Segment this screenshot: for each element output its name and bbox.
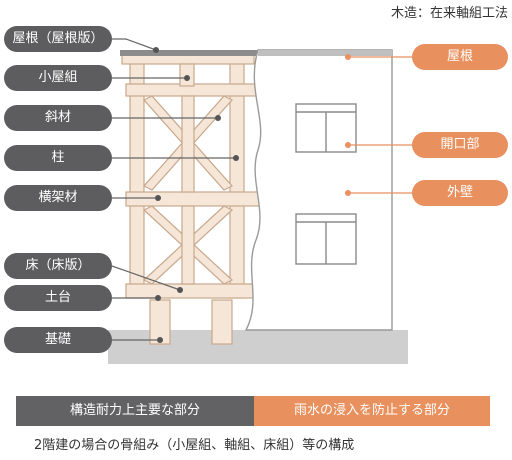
label-foundation: 基礎 [4, 327, 112, 353]
left-leader-dots [153, 47, 239, 343]
label-sill: 土台 [4, 285, 112, 311]
label-brace: 斜材 [4, 105, 112, 131]
label-koya-gumi: 小屋組 [4, 65, 112, 91]
lower-window [295, 213, 357, 265]
label-exterior-wall: 外壁 [412, 180, 508, 206]
right-leader-dots [345, 54, 351, 196]
label-roof-sheathing: 屋根（屋根版） [4, 26, 112, 52]
wall-roof-edge [258, 50, 392, 56]
exterior-wall [244, 49, 393, 331]
roof-sheathing [120, 50, 260, 56]
label-column: 柱 [4, 145, 112, 171]
label-floor: 床（床版） [4, 253, 112, 279]
caption: 2階建の場合の骨組み（小屋組、軸組、床組）等の構成 [34, 438, 355, 453]
label-roof: 屋根 [412, 44, 508, 70]
right-leader-lines [348, 56, 412, 194]
header-note: 木造：在来軸組工法 [390, 6, 508, 21]
label-beam: 横架材 [4, 185, 112, 211]
timber-frame [121, 53, 261, 299]
legend-structural: 構造耐力上主要な部分 [16, 396, 254, 426]
label-opening: 開口部 [412, 132, 508, 158]
legend-rain: 雨水の浸入を防止する部分 [254, 396, 490, 426]
left-leader-lines [111, 38, 236, 341]
upper-window [295, 103, 357, 153]
